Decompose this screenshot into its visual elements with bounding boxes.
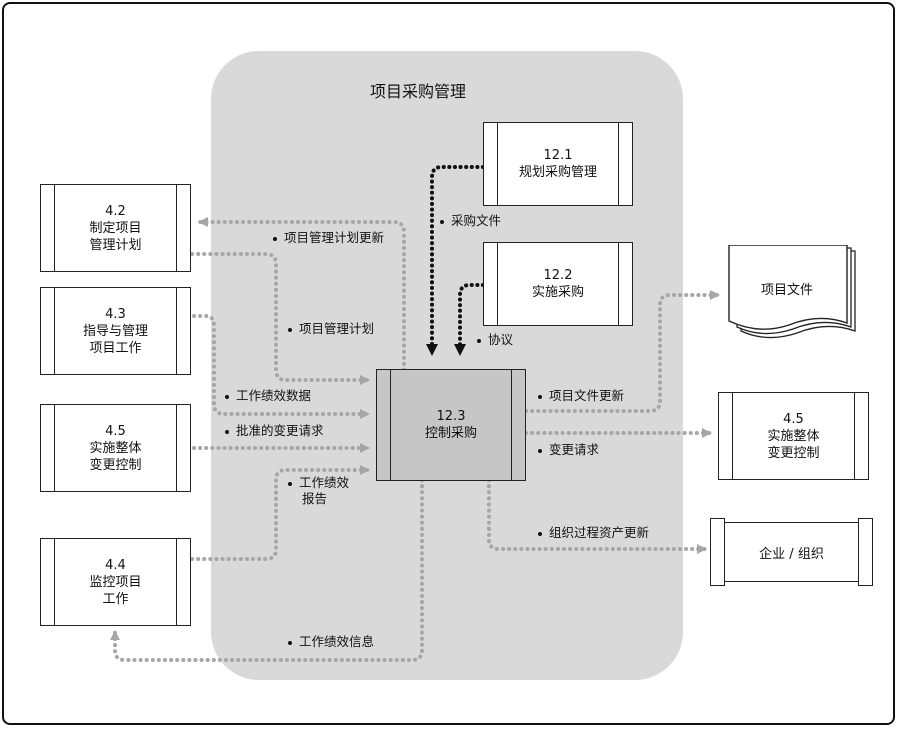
label-work-performance-info: 工作绩效信息 xyxy=(288,634,374,650)
enterprise-organization[interactable]: 企业 / 组织 xyxy=(710,518,873,586)
process-number: 12.3 xyxy=(436,409,466,424)
label-opa-updates: 组织过程资产更新 xyxy=(538,525,649,541)
process-name: 实施采购 xyxy=(531,285,584,300)
process-number: 12.2 xyxy=(543,268,573,283)
process-name-line1: 实施整体 xyxy=(89,440,142,456)
flow-procurement-documents xyxy=(426,165,485,356)
label-pm-plan-updates: 项目管理计划更新 xyxy=(273,230,384,246)
process-name-line1: 制定项目 xyxy=(89,220,142,236)
group-title: 项目采购管理 xyxy=(370,82,467,101)
project-documents-store[interactable]: 项目文件 xyxy=(727,244,859,345)
scroll-cap-right xyxy=(858,518,873,586)
flow-work-performance-info xyxy=(110,478,424,662)
process-name-line1: 实施整体 xyxy=(767,428,820,444)
process-name-line2: 工作 xyxy=(102,591,129,607)
process-12-3-control-procurements[interactable]: 12.3 控制采购 xyxy=(376,369,526,481)
label-pm-plan: 项目管理计划 xyxy=(288,321,374,337)
flow-pm-plan xyxy=(190,252,370,385)
process-number: 4.5 xyxy=(105,423,126,439)
process-name-line2: 变更控制 xyxy=(89,457,142,473)
document-stack-icon xyxy=(728,244,856,339)
label-agreements: 协议 xyxy=(477,332,513,348)
label-procurement-documents: 采购文件 xyxy=(440,213,501,229)
process-number: 4.2 xyxy=(105,203,126,219)
project-documents-label: 项目文件 xyxy=(760,283,813,298)
label-approved-change-requests: 批准的变更请求 xyxy=(225,423,324,439)
process-name-line2: 项目工作 xyxy=(89,340,142,356)
process-name-line2: 变更控制 xyxy=(767,445,820,461)
process-name-line1: 监控项目 xyxy=(89,574,142,590)
flow-opa-updates xyxy=(487,478,707,554)
scroll-cap-left xyxy=(710,518,725,586)
process-name: 控制采购 xyxy=(424,426,477,441)
flow-project-documents-updates xyxy=(524,290,720,413)
process-number: 4.3 xyxy=(105,306,126,322)
label-project-documents-updates: 项目文件更新 xyxy=(538,388,624,404)
process-number: 12.1 xyxy=(543,148,573,163)
process-12-1-plan-procurement[interactable]: 12.1 规划采购管理 xyxy=(483,122,633,206)
flow-agreements xyxy=(454,283,485,356)
flow-work-performance-data xyxy=(192,314,370,419)
process-name-line1: 指导与管理 xyxy=(82,323,148,339)
process-number: 4.5 xyxy=(783,411,804,427)
label-work-performance-data: 工作绩效数据 xyxy=(225,388,311,404)
process-12-2-conduct-procurements[interactable]: 12.2 实施采购 xyxy=(483,242,633,326)
process-number: 4.4 xyxy=(105,557,126,573)
process-name: 规划采购管理 xyxy=(518,165,597,180)
flow-work-performance-reports xyxy=(190,465,370,561)
label-work-performance-reports: 工作绩效报告 xyxy=(288,475,349,507)
enterprise-label: 企业 / 组织 xyxy=(724,522,859,582)
process-name-line2: 管理计划 xyxy=(89,237,142,253)
label-change-requests: 变更请求 xyxy=(538,442,599,458)
flow-pm-plan-updates xyxy=(198,217,406,372)
